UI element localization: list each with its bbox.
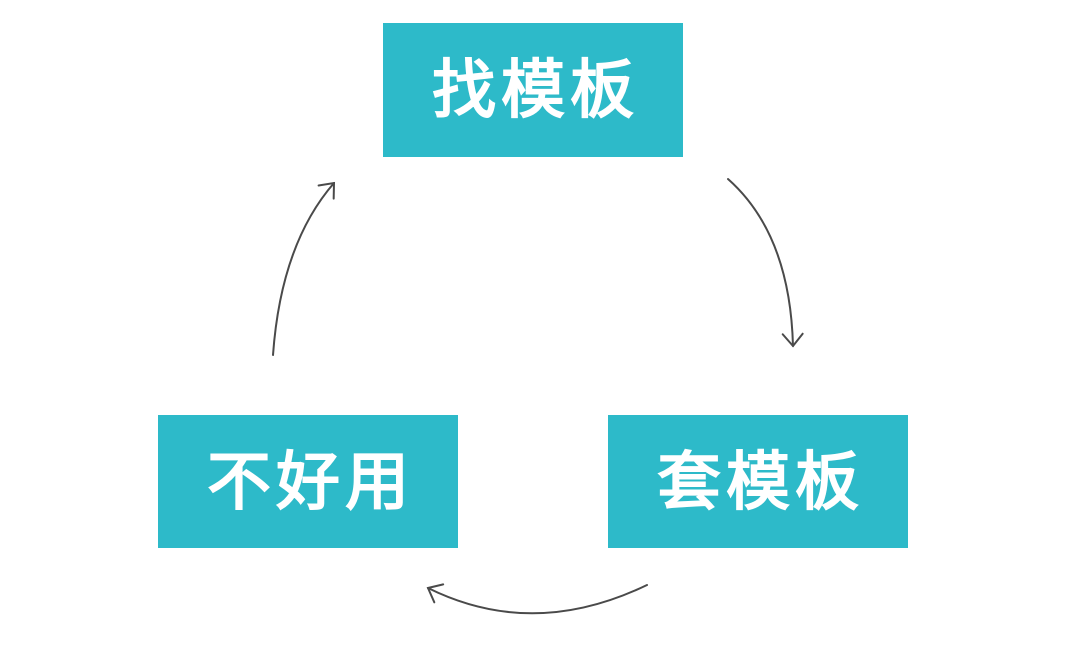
node-not-useful: 不好用 xyxy=(158,415,458,548)
arrow-fail-to-find-icon xyxy=(272,181,336,356)
arrow-apply-to-fail-icon xyxy=(426,583,648,615)
arrow-find-to-apply-icon xyxy=(727,178,804,348)
node-apply-template: 套模板 xyxy=(608,415,908,548)
node-find-template: 找模板 xyxy=(383,23,683,157)
